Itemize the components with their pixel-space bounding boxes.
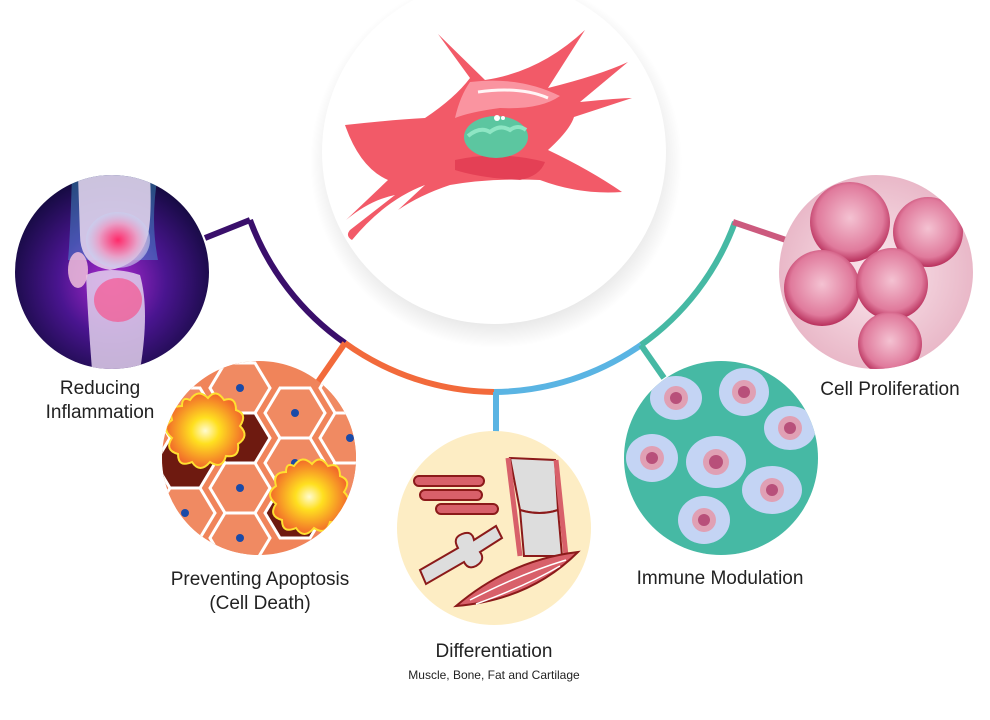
connector-apoptosis-arc: [343, 340, 495, 395]
dividing-cells-icon: [784, 182, 963, 369]
node-proliferation: [779, 175, 973, 369]
connector-apoptosis-stub: [315, 341, 348, 384]
connector-differentiation-arc: [493, 342, 643, 395]
connector-arc: [203, 217, 787, 432]
node-apoptosis: [162, 361, 356, 555]
label-inflammation-line1: Reducing: [59, 378, 141, 399]
immune-cells-icon: [626, 368, 816, 544]
center-node: [310, 0, 682, 348]
sublabel-differentiation: Muscle, Bone, Fat and Cartilage: [408, 668, 580, 682]
node-immune: [624, 361, 818, 555]
tissue-types-icon: [413, 456, 581, 608]
label-apoptosis: Preventing Apoptosis (Cell Death): [150, 568, 370, 616]
connector-inflammation-arc: [247, 218, 347, 346]
apoptosis-cells-icon: [162, 361, 356, 555]
connector-immune-arc: [639, 220, 738, 348]
connector-immune-stub: [638, 343, 667, 380]
label-apoptosis-line2: (Cell Death): [209, 593, 311, 614]
knee-joint-icon: [68, 175, 158, 369]
nucleus: [464, 116, 528, 158]
label-inflammation-line2: Inflammation: [45, 402, 155, 423]
label-apoptosis-line1: Preventing Apoptosis: [170, 569, 350, 590]
label-proliferation: Cell Proliferation: [820, 379, 960, 400]
label-immune: Immune Modulation: [636, 568, 804, 589]
connector-proliferation-stub: [732, 219, 787, 243]
node-differentiation: [397, 431, 591, 625]
label-inflammation: Reducing Inflammation: [20, 377, 180, 425]
stem-cell-icon: [345, 30, 632, 240]
connector-inflammation-stub: [203, 217, 252, 241]
label-differentiation: Differentiation: [435, 641, 553, 662]
node-inflammation: [15, 175, 209, 369]
